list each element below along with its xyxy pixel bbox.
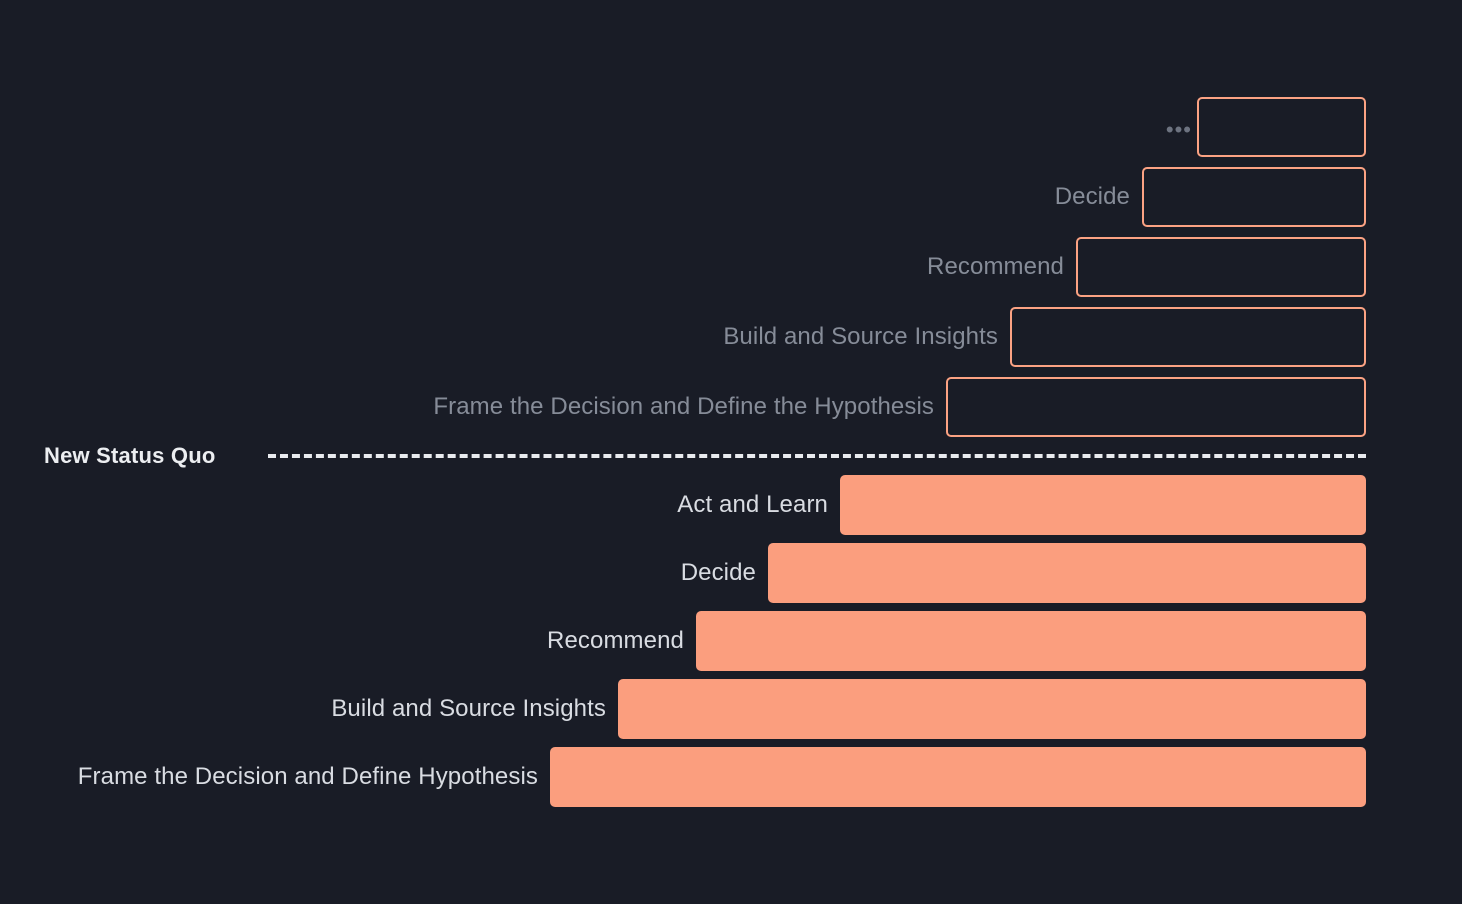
bar-label-lower-act-and-learn: Act and Learn [677, 491, 828, 518]
bar-row-upper-2: Recommend [0, 237, 1366, 297]
bar-upper-0 [1197, 97, 1366, 157]
bar-lower-4 [550, 747, 1366, 807]
bar-label-upper-frame-the-decision: Frame the Decision and Define the Hypoth… [433, 393, 934, 420]
divider-label: New Status Quo [44, 443, 216, 468]
bar-row-upper-1: Decide [0, 167, 1366, 227]
bar-upper-3 [1010, 307, 1366, 367]
bar-row-lower-0: Act and Learn [0, 475, 1366, 535]
bar-row-upper-3: Build and Source Insights [0, 307, 1366, 367]
bar-row-lower-2: Recommend [0, 611, 1366, 671]
bar-label-upper-recommend: Recommend [927, 253, 1064, 280]
bar-label-lower-build-and-source-insights: Build and Source Insights [331, 695, 606, 722]
new-status-quo-divider: New Status Quo [0, 437, 1462, 475]
bar-lower-2 [696, 611, 1366, 671]
bar-row-upper-4: Frame the Decision and Define the Hypoth… [0, 377, 1366, 437]
ellipsis-marker: ••• [1165, 117, 1192, 142]
bar-label-upper-decide: Decide [1054, 183, 1130, 210]
bar-lower-3 [618, 679, 1366, 739]
bar-label-lower-recommend: Recommend [547, 627, 684, 654]
bar-upper-2 [1076, 237, 1366, 297]
bar-upper-4 [946, 377, 1366, 437]
bar-lower-0 [840, 475, 1366, 535]
bar-row-lower-3: Build and Source Insights [0, 679, 1366, 739]
bar-label-upper-build-and-source-insights: Build and Source Insights [723, 323, 998, 350]
bar-label-lower-decide: Decide [680, 559, 756, 586]
bar-lower-1 [768, 543, 1366, 603]
bar-row-lower-1: Decide [0, 543, 1366, 603]
bar-row-upper-0: ••• [0, 97, 1366, 157]
divider-dashed-line [268, 454, 1366, 458]
bar-row-lower-4: Frame the Decision and Define Hypothesis [0, 747, 1366, 807]
bar-label-lower-frame-the-decision: Frame the Decision and Define Hypothesis [77, 763, 538, 790]
bar-upper-1 [1142, 167, 1366, 227]
